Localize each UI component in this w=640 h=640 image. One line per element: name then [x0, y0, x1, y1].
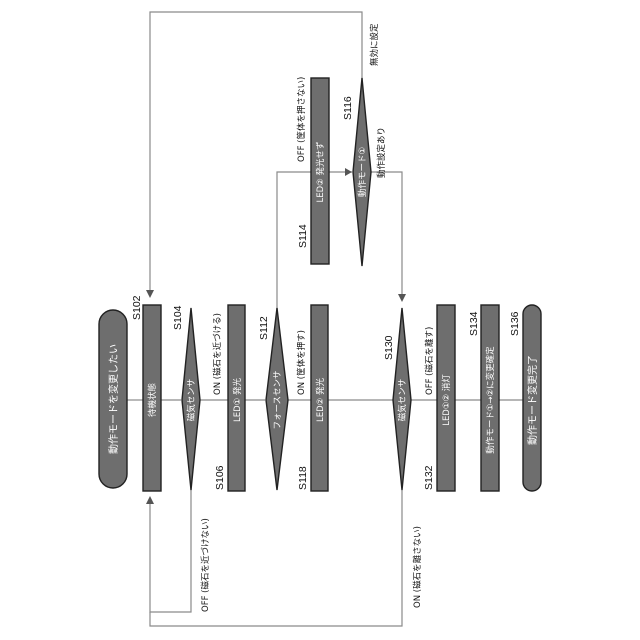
s102-label: 待機状態	[147, 383, 158, 417]
s102-step: S102	[131, 295, 143, 320]
s134-label: 動作モード①→②に変更確定	[485, 346, 496, 454]
s104-label: 磁気センサ	[186, 379, 197, 422]
edge-setting-exists: 動作設定あり	[376, 127, 387, 178]
s112-step: S112	[258, 316, 270, 340]
s114-step: S114	[297, 224, 309, 248]
end-label: 動作モード変更完了	[526, 355, 539, 445]
s136-step: S136	[509, 311, 521, 336]
arrowhead-loop-up	[146, 496, 154, 504]
s106-label: LED① 発光	[232, 378, 243, 422]
edge-off-magnet-not-near: OFF (磁石を近づけない)	[200, 518, 211, 612]
s132-step: S132	[423, 465, 435, 490]
arrowhead-to-s130	[398, 294, 406, 302]
s104-step: S104	[172, 305, 184, 330]
arrowhead-to-s116	[345, 168, 352, 176]
edge-on-magnet-not-away: ON (磁石を離さない)	[412, 526, 423, 608]
edge-on-press: ON (筐体を押す)	[296, 330, 307, 395]
s134-step: S134	[468, 311, 480, 336]
s132-label: LED①② 消灯	[441, 374, 452, 426]
s106-step: S106	[214, 465, 226, 490]
edge-off-not-press: OFF (筐体を押さない)	[296, 77, 307, 162]
s116-label: 動作モード①	[357, 147, 368, 197]
s118-label: LED② 発光	[315, 378, 326, 422]
arrowhead-to-s102	[146, 290, 154, 298]
s130-step: S130	[383, 335, 395, 360]
s114-label: LED② 発光せず	[315, 142, 326, 203]
s130-label: 磁気センサ	[397, 379, 408, 422]
edge-off-magnet-away: OFF (磁石を離す)	[424, 327, 435, 395]
s112-label: フォースセンサ	[273, 370, 283, 429]
edge-setting-invalid: 無効に設定	[369, 23, 380, 66]
s116-step: S116	[342, 96, 354, 120]
edge-on-magnet-near: ON (磁石を近づける)	[212, 313, 223, 395]
s118-step: S118	[297, 466, 309, 490]
start-label: 動作モードを変更したい	[107, 344, 120, 454]
